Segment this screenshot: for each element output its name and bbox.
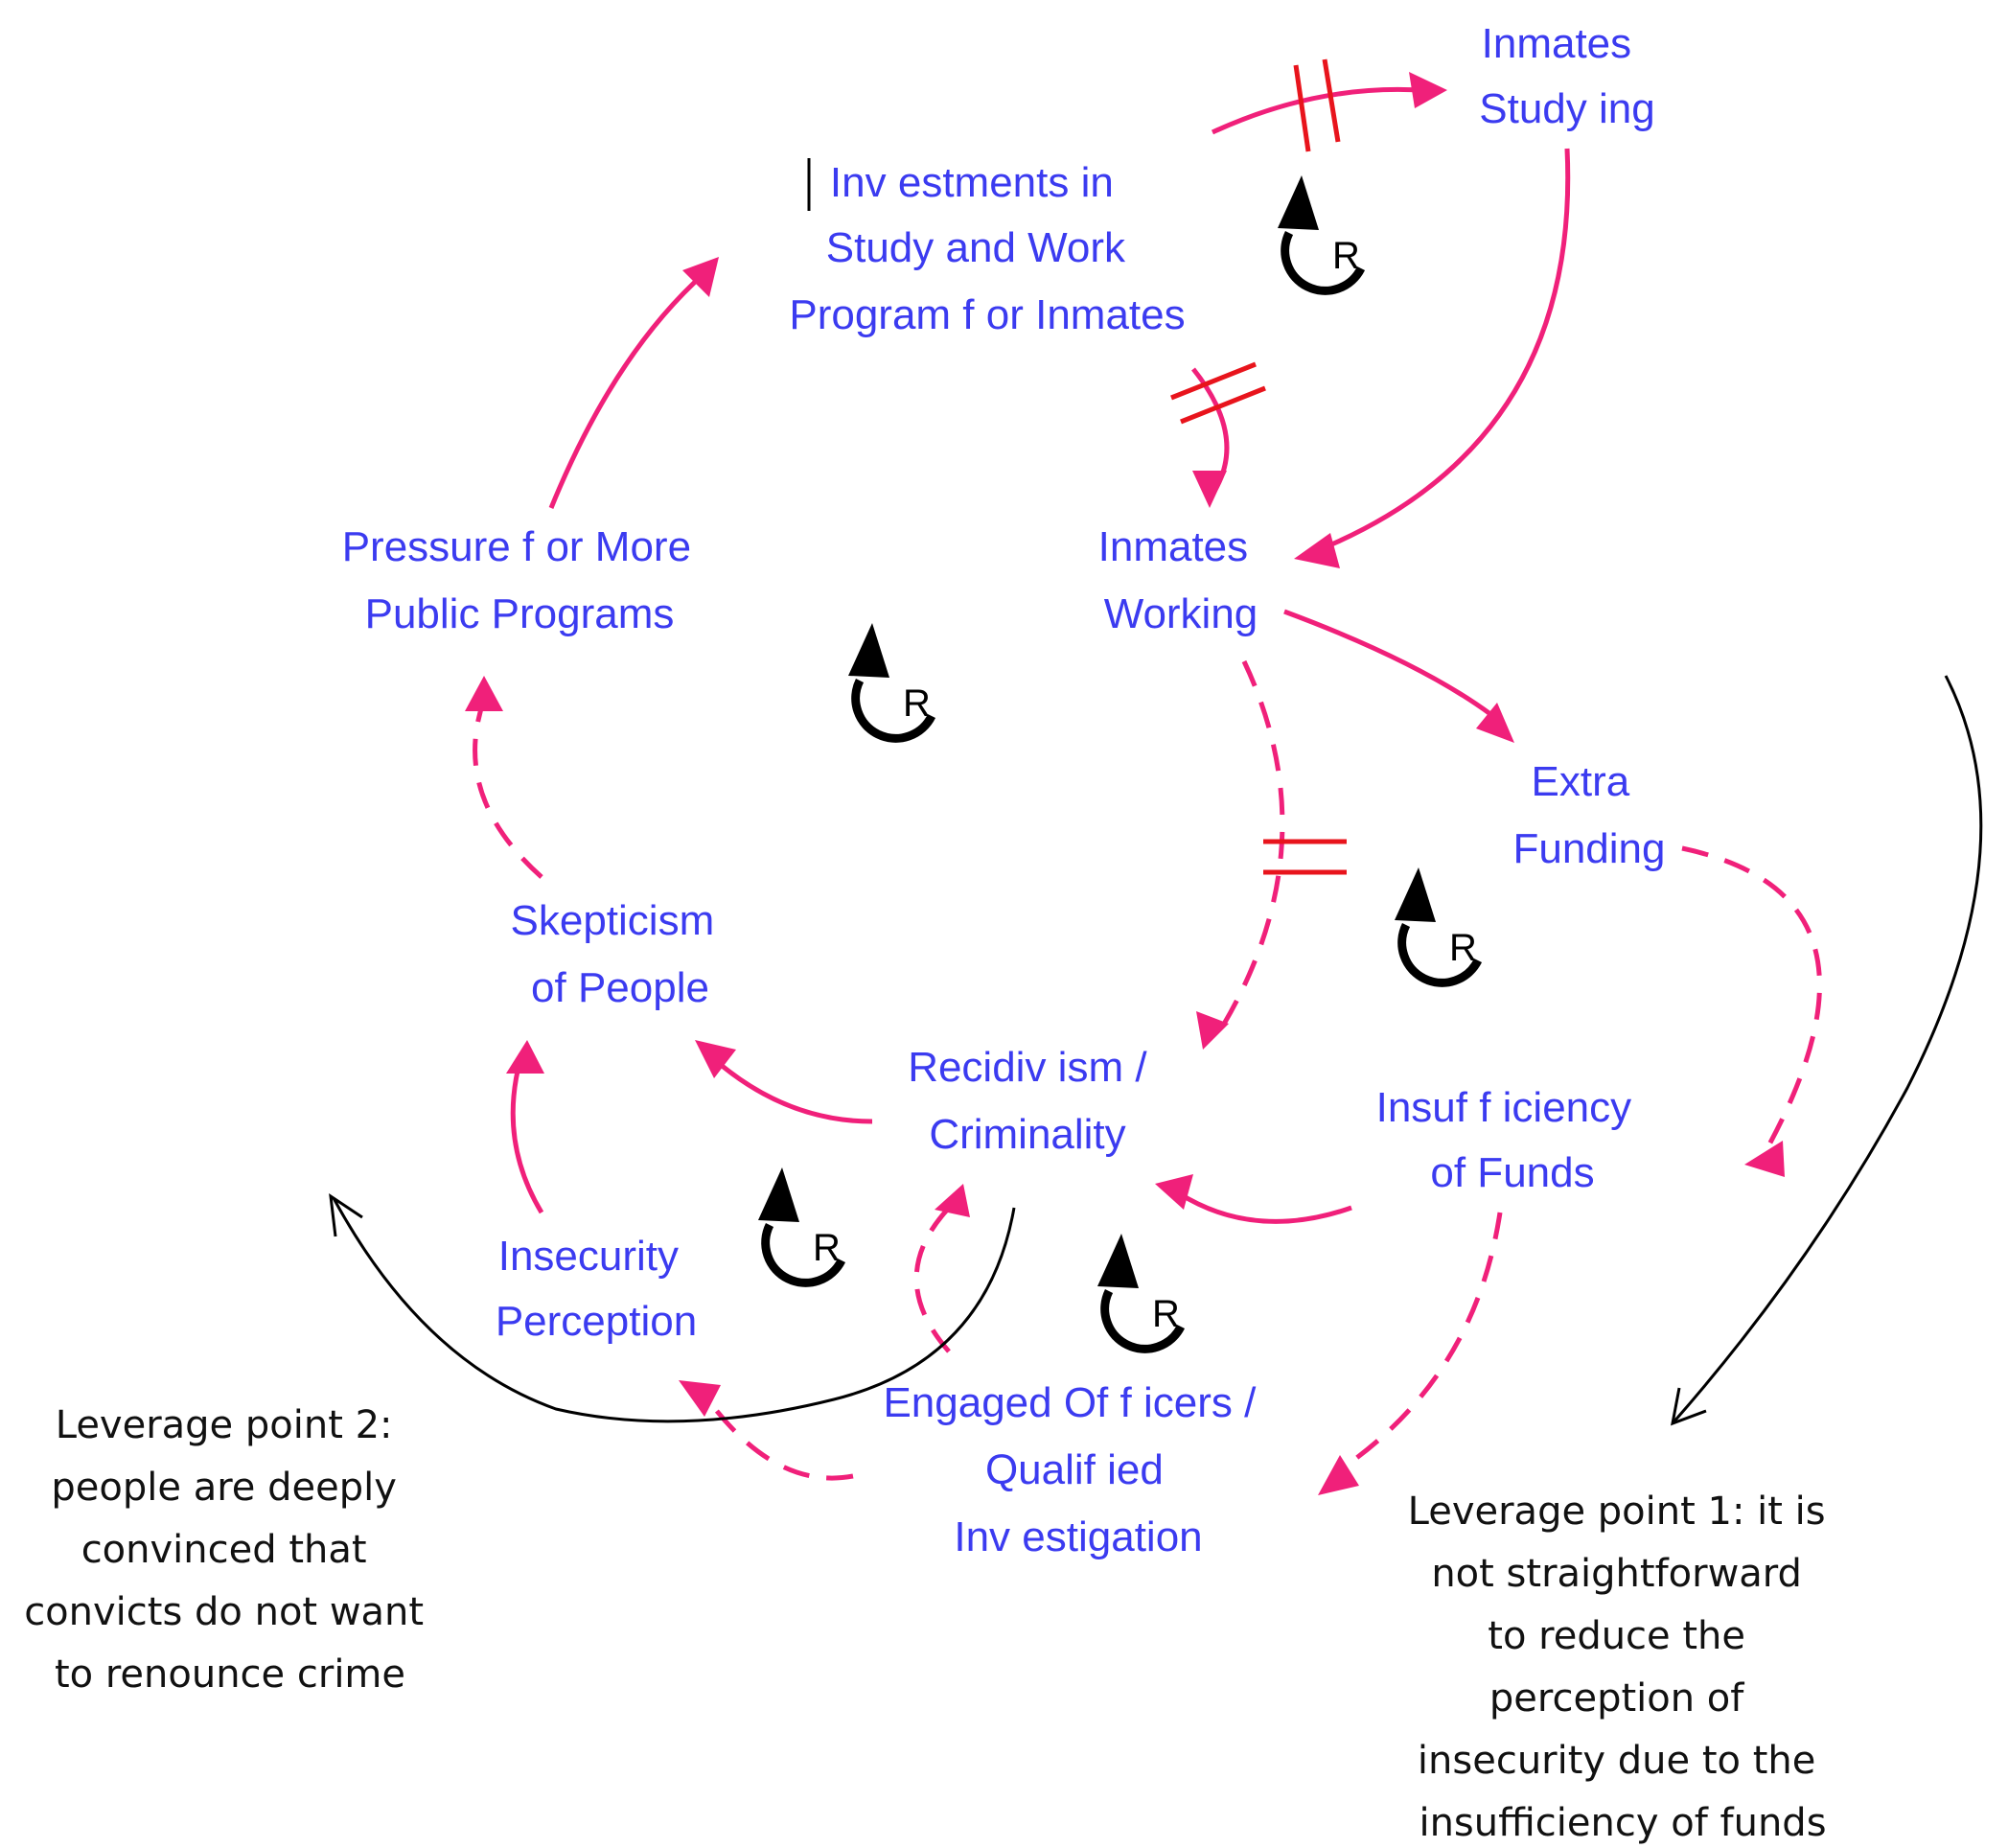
note-leverage-point-1: Leverage point 1: it is not straightforw… [1408, 1490, 1838, 1845]
arrowhead-investments [682, 257, 719, 297]
delay-mark-studying-1 [1293, 64, 1311, 152]
link-insecurity-to-skepticism [510, 1058, 544, 1214]
loop-symbol-2: R [848, 623, 936, 743]
loop-symbol-5: R [1097, 1234, 1186, 1353]
arrowheads [465, 72, 1785, 1495]
svg-text:R: R [1152, 1293, 1180, 1335]
arrowhead-working-from-investments [1192, 471, 1227, 508]
var-pressure: Pressure f or More Public Programs [342, 523, 704, 637]
svg-text:R: R [813, 1227, 841, 1269]
delay-mark-working-2 [1180, 385, 1266, 425]
link-insufficiency-to-recidivism [1177, 1190, 1352, 1224]
var-engaged-officers: Engaged Of f icers / Qualif ied Inv esti… [883, 1379, 1267, 1560]
arrowhead-studying [1409, 72, 1447, 108]
arrowhead-insufficiency [1744, 1141, 1785, 1177]
causal-links [473, 86, 1822, 1481]
link-engaged-officers-to-insecurity [707, 1399, 854, 1481]
delay-mark-working-1 [1170, 361, 1257, 401]
link-pressure-to-investments [548, 271, 706, 509]
var-insufficiency: Insuf f iciency of Funds [1376, 1084, 1644, 1196]
link-insufficiency-to-engaged-officers [1350, 1212, 1503, 1465]
var-extra-funding: Extra Funding [1512, 758, 1665, 872]
var-inmates-studying: Inmates Study ing [1479, 20, 1654, 132]
arrowhead-skepticism-from-recidivism [695, 1040, 736, 1078]
link-working-to-recidivism [1214, 659, 1285, 1037]
delay-marks [1170, 58, 1347, 875]
arrowhead-recidivism-from-working [1196, 1011, 1229, 1050]
arrowhead-skepticism-from-insecurity [506, 1040, 544, 1074]
link-extra-funding-to-insufficiency [1681, 845, 1822, 1157]
arrowhead-recidivism-from-insufficiency [1155, 1174, 1193, 1210]
arrowhead-engaged-officers [1318, 1455, 1359, 1495]
arrowhead-pressure [465, 676, 503, 711]
var-inmates-working: Inmates Working [1098, 523, 1260, 637]
arrowhead-extra-funding [1476, 703, 1514, 743]
callout-arrows [329, 675, 1983, 1426]
loop-symbols: R R R R R [758, 175, 1483, 1353]
variables: Inmates Study ing Inv estments in Study … [342, 20, 1666, 1560]
svg-text:R: R [1332, 235, 1360, 277]
link-recidivism-to-skepticism [712, 1057, 873, 1124]
link-skepticism-to-pressure [473, 699, 543, 879]
callout-arrow-leverage-1 [1671, 675, 1983, 1424]
loop-symbol-1: R [1278, 175, 1366, 295]
arrowhead-recidivism-from-engaged [935, 1184, 970, 1217]
link-engaged-officers-to-recidivism [913, 1201, 956, 1353]
var-investments: Inv estments in Study and Work Program f… [789, 159, 1185, 338]
link-studying-to-working [1303, 148, 1571, 559]
callout-arrowhead-leverage-2 [329, 1192, 363, 1237]
link-investments-to-studying [1211, 86, 1434, 135]
svg-text:R: R [903, 682, 931, 725]
arrowhead-insecurity [679, 1380, 721, 1417]
var-recidivism: Recidiv ism / Criminality [908, 1044, 1159, 1158]
var-insecurity: Insecurity Perception [496, 1233, 697, 1345]
arrowhead-working-from-studying [1294, 533, 1340, 568]
link-working-to-extra-funding [1283, 609, 1492, 717]
loop-symbol-3: R [1395, 867, 1483, 987]
callout-arrow-leverage-2 [332, 1197, 1016, 1423]
note-leverage-point-2: Leverage point 2: people are deeply conv… [24, 1403, 436, 1697]
var-skepticism: Skepticism of People [511, 897, 727, 1011]
callout-arrowhead-leverage-1 [1671, 1387, 1707, 1426]
svg-text:R: R [1449, 927, 1477, 969]
delay-mark-studying-2 [1322, 58, 1341, 143]
leverage-notes: Leverage point 2: people are deeply conv… [24, 1403, 1838, 1845]
loop-symbol-4: R [758, 1167, 846, 1287]
